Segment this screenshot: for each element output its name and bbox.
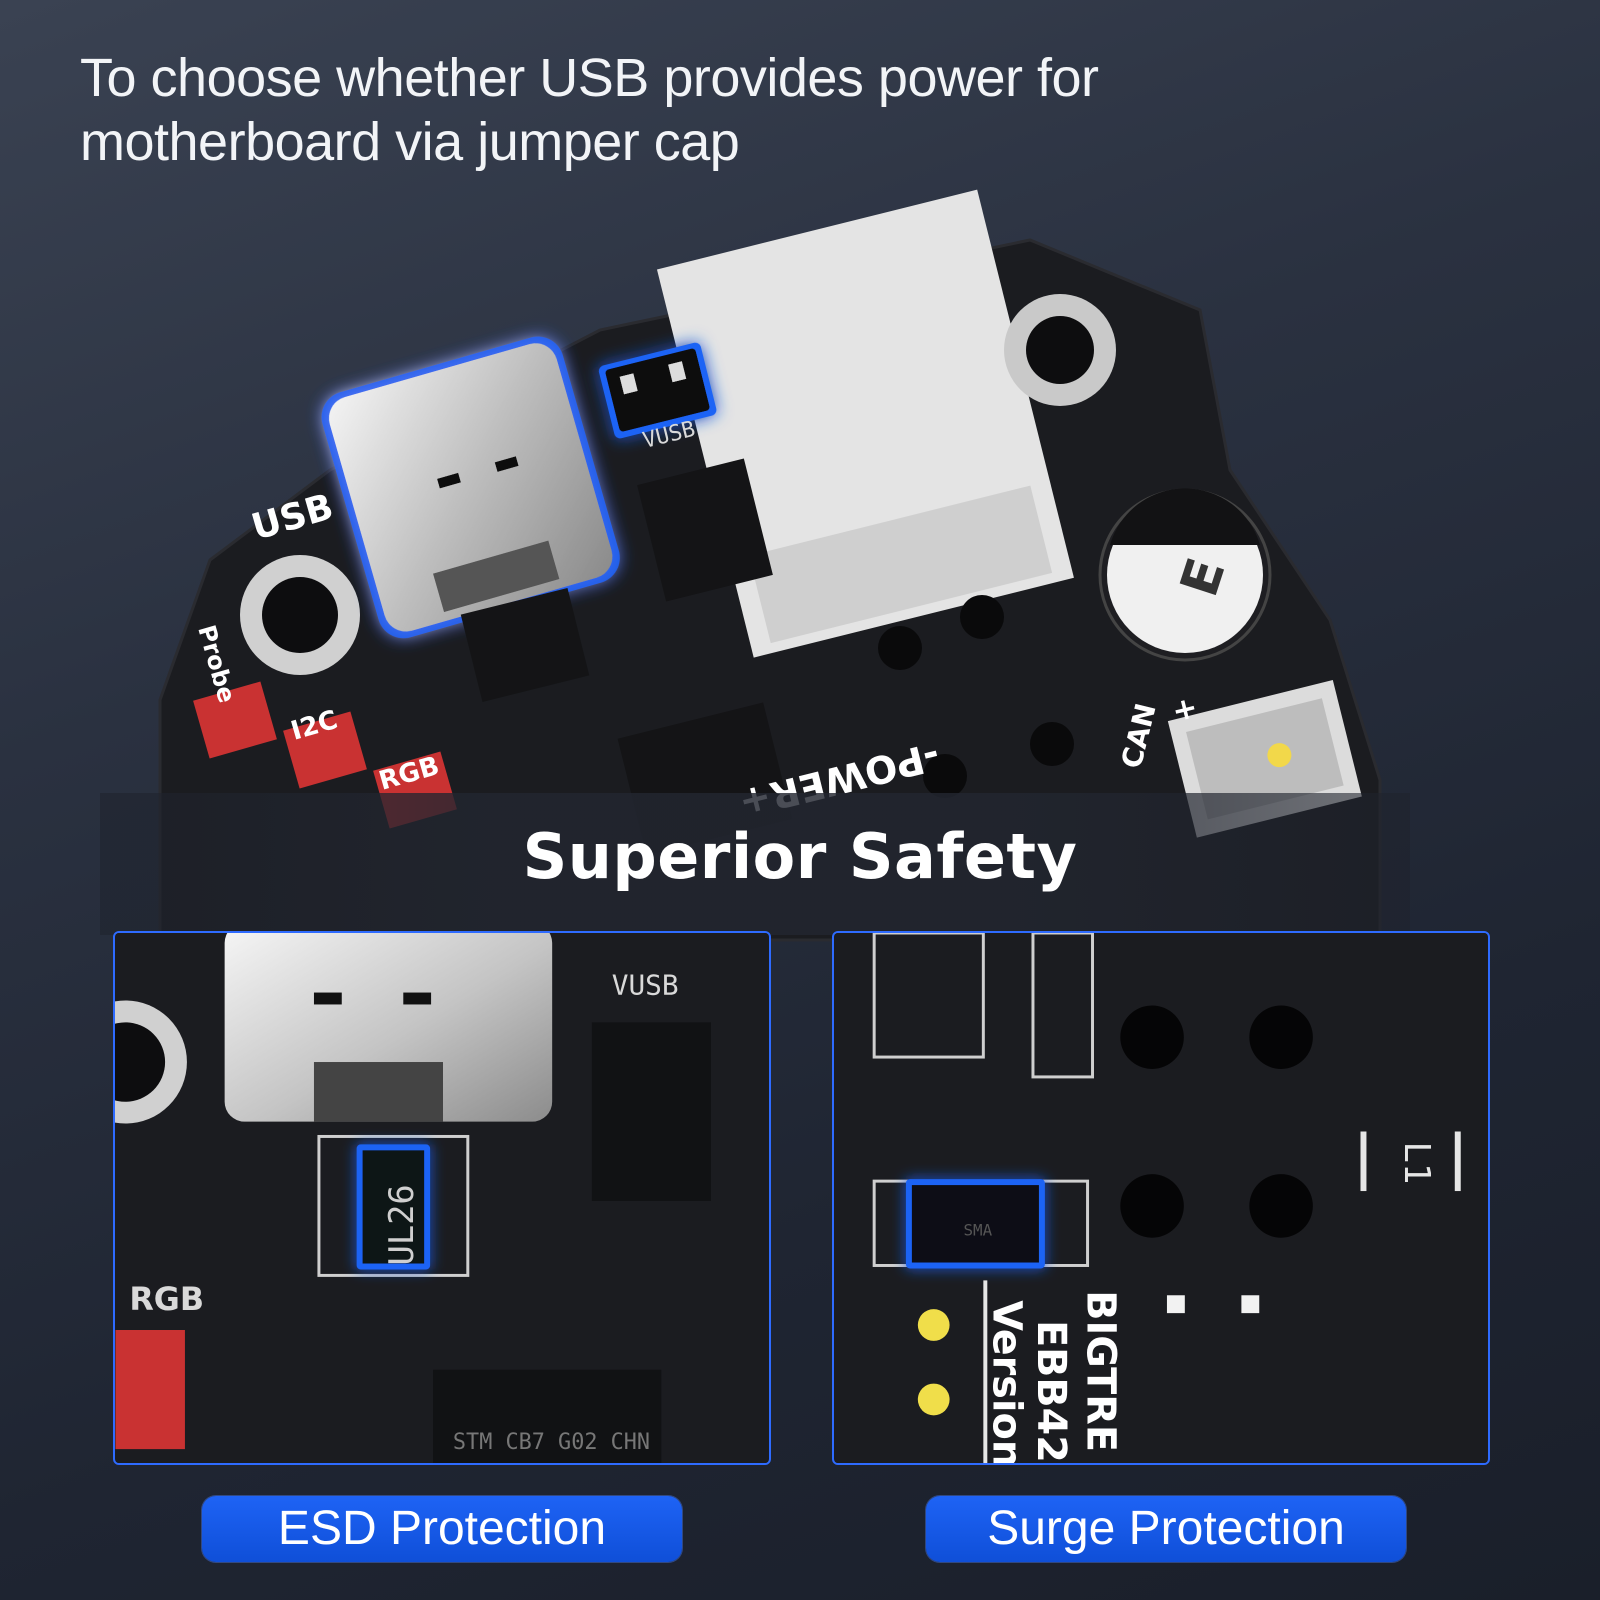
esd-chip bbox=[356, 1144, 431, 1270]
esd-detail-panel: UL26 VUSB RGB STM CB7 G02 CHN bbox=[113, 931, 771, 1465]
silk-brand: BIGTRE bbox=[1078, 1290, 1124, 1452]
silk-version: Version bbox=[983, 1300, 1029, 1463]
red-pin-headers bbox=[193, 681, 457, 829]
capacitor: E bbox=[1098, 488, 1272, 662]
esd-protection-label: ESD Protection bbox=[202, 1496, 682, 1562]
silk-model: EBB42 bbox=[1028, 1320, 1074, 1463]
silk-vusb: VUSB bbox=[612, 969, 679, 1002]
mosfet bbox=[460, 588, 590, 702]
surge-protection-label: Surge Protection bbox=[926, 1496, 1406, 1562]
mcu-silk: STM CB7 G02 CHN bbox=[453, 1430, 650, 1455]
tvs-diode bbox=[905, 1179, 1045, 1269]
section-title: Superior Safety bbox=[522, 820, 1078, 893]
usb-c-port bbox=[224, 933, 553, 1122]
diode-silk: SMA bbox=[963, 1221, 992, 1240]
ic bbox=[637, 458, 773, 602]
esd-chip-label: UL26 bbox=[382, 1184, 421, 1265]
surge-detail-panel: SMA L1 Version EBB42 BIGTRE bbox=[832, 931, 1490, 1465]
title-band bbox=[100, 793, 1410, 935]
esd-chip-outline bbox=[317, 1134, 470, 1277]
inductor-label: L1 bbox=[1396, 1141, 1437, 1184]
headline-line-2: motherboard via jumper cap bbox=[80, 112, 740, 172]
surge-detail-illustration: SMA L1 Version EBB42 BIGTRE bbox=[834, 933, 1488, 1463]
headline: To choose whether USB provides power for… bbox=[80, 46, 1280, 174]
usb-c-port bbox=[321, 336, 620, 639]
esd-detail-illustration: UL26 VUSB RGB STM CB7 G02 CHN bbox=[115, 933, 769, 1463]
vusb-jumper bbox=[598, 342, 717, 439]
silk-rgb: RGB bbox=[129, 1282, 204, 1318]
headline-line-1: To choose whether USB provides power for bbox=[80, 48, 1099, 108]
